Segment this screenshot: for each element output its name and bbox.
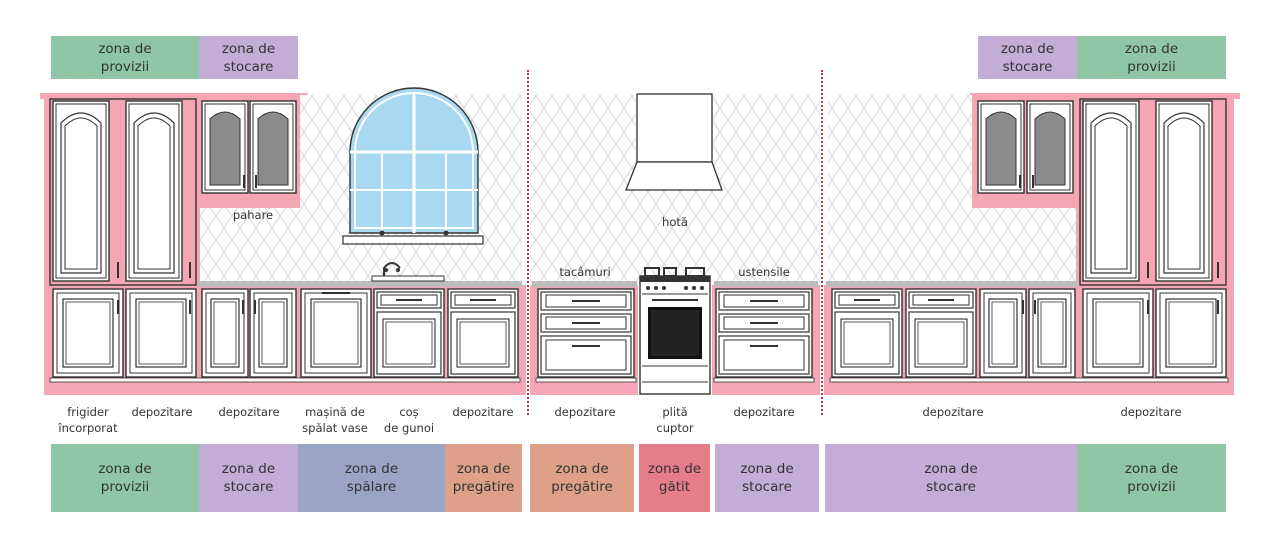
range-hood [625, 93, 723, 191]
label-plita: plită cuptor [656, 405, 694, 435]
label-frigider: frigider încorporat [58, 405, 118, 435]
top-zone-stocare-left: zona de stocare [199, 36, 298, 79]
countertop-left [198, 281, 522, 287]
divider-right [821, 70, 823, 415]
sink-faucet [371, 262, 445, 282]
label-depozitare-2: depozitare [218, 405, 280, 419]
countertop-right [826, 281, 1078, 287]
base-cabinet-fridge-lower [52, 288, 124, 378]
window [342, 87, 484, 245]
stove-oven [639, 267, 711, 395]
base-cabinet-depozitare-2b [249, 288, 297, 378]
bottom-zone-pregatire-2: zona de pregătire [530, 444, 634, 512]
label-depozitare-3: depozitare [452, 405, 514, 419]
label-depozitare-4: depozitare [554, 405, 616, 419]
bottom-zone-provizii-left: zona de provizii [51, 444, 199, 512]
base-cabinet-depozitare-2a [201, 288, 249, 378]
bottom-zone-provizii-right: zona de provizii [1077, 444, 1226, 512]
base-cabinet-depozitare-6b [905, 288, 977, 378]
bottom-zone-stocare-1: zona de stocare [199, 444, 298, 512]
label-depozitare-7: depozitare [1120, 405, 1182, 419]
bottom-zone-spalare: zona de spălare [298, 444, 445, 512]
dishwasher-cabinet [300, 288, 372, 378]
base-cabinet-depozitare-6c [979, 288, 1027, 378]
label-ustensile: ustensile [738, 265, 790, 279]
bottom-zone-stocare-2: zona de stocare [715, 444, 819, 512]
divider-left [527, 70, 529, 415]
bottom-zone-stocare-3: zona de stocare [825, 444, 1077, 512]
backsplash-right [828, 95, 972, 283]
base-cabinet-depozitare-1 [125, 288, 197, 378]
label-tacamuri: tacâmuri [559, 265, 611, 279]
label-depozitare-6: depozitare [922, 405, 984, 419]
trash-cabinet [373, 288, 445, 378]
label-masina: mașină de spălat vase [302, 405, 368, 435]
base-cabinet-depozitare-6a [831, 288, 903, 378]
top-zone-provizii-right: zona de provizii [1077, 36, 1226, 79]
top-zone-provizii-left: zona de provizii [51, 36, 199, 79]
label-cos: coș de gunoi [383, 405, 435, 435]
label-pahare: pahare [232, 208, 274, 222]
label-depozitare-1: depozitare [131, 405, 193, 419]
base-cabinet-depozitare-3 [447, 288, 519, 378]
base-cabinet-depozitare-7a [1082, 288, 1154, 378]
top-zone-stocare-right: zona de stocare [978, 36, 1077, 79]
base-cabinet-depozitare-7b [1155, 288, 1227, 378]
bottom-zone-pregatire-1: zona de pregătire [445, 444, 522, 512]
bottom-zone-gatit: zona de gătit [639, 444, 710, 512]
label-hota: hotă [662, 215, 688, 229]
label-depozitare-5: depozitare [733, 405, 795, 419]
